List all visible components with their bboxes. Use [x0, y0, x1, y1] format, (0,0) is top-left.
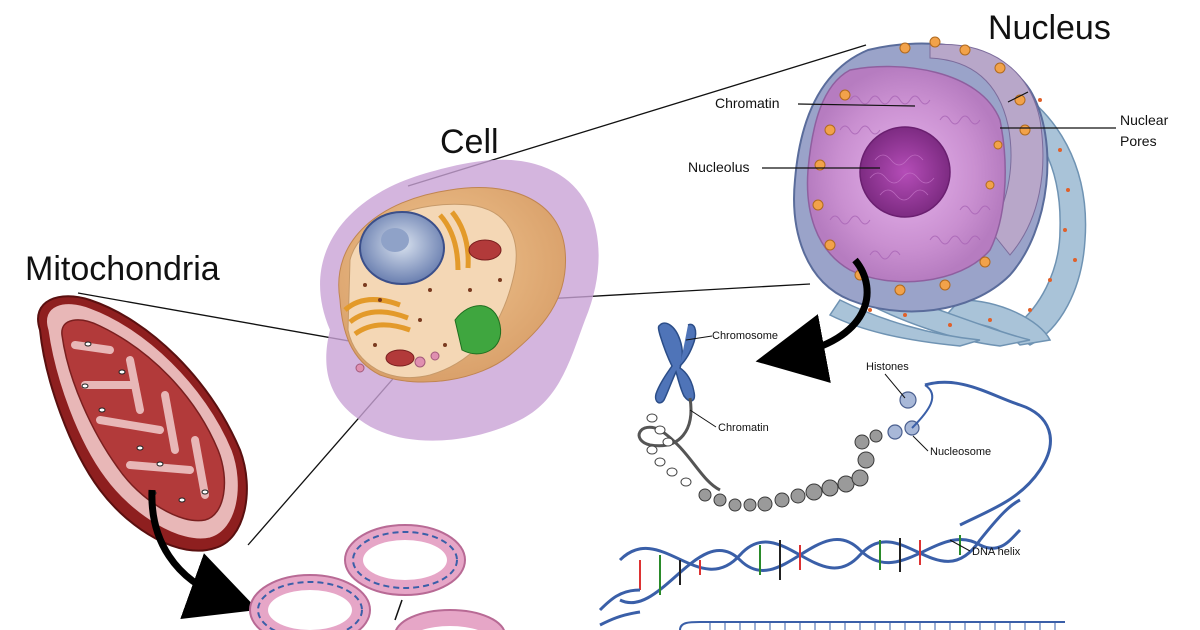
nucleus-chromatin-label: Chromatin [715, 95, 780, 111]
chromatin-label-lower: Chromatin [718, 422, 769, 434]
histones-label: Histones [866, 361, 909, 373]
nucleus-title: Nucleus [988, 9, 1111, 47]
chromatin-coil [637, 397, 721, 492]
cell-title: Cell [440, 123, 499, 161]
chromosome-to-dna-illustration [598, 322, 1065, 630]
dna-ring-2 [249, 574, 371, 630]
nucleosome-label: Nucleosome [930, 446, 991, 458]
nucleus-to-chromosome-arrow [755, 257, 871, 383]
chromosome [654, 322, 697, 404]
cell-illustration [320, 159, 599, 441]
mitochondria-to-rings-arrow [148, 489, 258, 620]
dna-ring-3 [395, 609, 505, 630]
endoplasmic-reticulum [828, 78, 1087, 347]
nucleus-illustration [793, 36, 1087, 347]
nuclear-pores-pointer-b [1007, 91, 1029, 103]
chromatin-fiber [698, 429, 883, 512]
nucleolus [859, 126, 951, 218]
mitochondrial-dna-rings [249, 524, 505, 630]
nuclear-pores-label-line2: Pores [1120, 133, 1157, 149]
nucleolus-label: Nucleolus [688, 159, 749, 175]
dna-ladder [679, 621, 1065, 630]
dna-helix-label: DNA helix [972, 546, 1021, 558]
golgi-apparatus [343, 210, 471, 337]
nuclear-pores-label-line1: Nuclear [1120, 112, 1169, 128]
mitochondria-illustration [37, 295, 248, 552]
nucleosomes [887, 391, 920, 440]
chromatin-fibers [829, 95, 991, 260]
chromosome-label: Chromosome [712, 330, 778, 342]
dna-ring-1 [344, 524, 466, 596]
dna-helix [598, 498, 1022, 627]
chromatin-pointer [797, 103, 916, 107]
mitochondria-title: Mitochondria [25, 250, 220, 288]
